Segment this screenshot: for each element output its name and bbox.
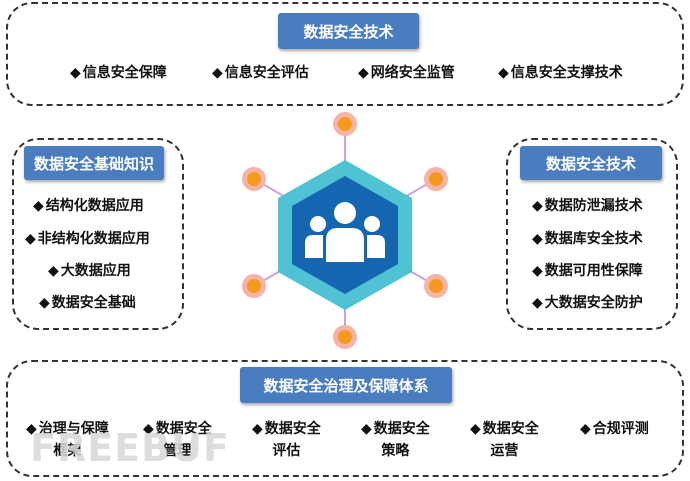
- top-panel: [6, 2, 684, 106]
- bottom-item: ◆数据安全 运营: [470, 421, 539, 459]
- node-dot-top: [333, 112, 357, 136]
- node-dots: [242, 112, 448, 349]
- node-dot-upper-right: [424, 167, 448, 191]
- right-panel: [506, 138, 678, 330]
- top-item: ◆信息安全评估: [212, 65, 309, 81]
- left-item: ◆结构化数据应用: [33, 198, 144, 214]
- left-item: ◆大数据应用: [48, 263, 131, 279]
- hexagon-inner: [292, 176, 398, 294]
- top-item: ◆网络安全监管: [358, 65, 455, 81]
- node-dot-lower-left: [242, 274, 266, 298]
- top-panel-title: 数据安全技术: [278, 13, 419, 49]
- top-item: ◆信息安全支撑技术: [498, 65, 623, 81]
- left-item: ◆数据安全基础: [39, 295, 136, 311]
- node-dot-bottom: [333, 325, 357, 349]
- left-panel-title: 数据安全基础知识: [24, 146, 164, 180]
- bottom-item: ◆合规评测: [580, 421, 649, 437]
- right-item: ◆数据可用性保障: [532, 263, 643, 279]
- connector-lines: [253, 124, 437, 337]
- right-panel-title: 数据安全技术: [520, 146, 662, 180]
- bottom-item: ◆数据安全 管理: [143, 421, 212, 459]
- left-panel: [12, 138, 184, 330]
- right-item: ◆大数据安全防护: [532, 295, 643, 311]
- top-item: ◆信息安全保障: [70, 65, 167, 81]
- bottom-item: ◆数据安全 评估: [252, 421, 321, 459]
- right-item: ◆数据库安全技术: [532, 231, 643, 247]
- bottom-item: ◆治理与保障 框架: [26, 421, 109, 459]
- right-item: ◆数据防泄漏技术: [532, 198, 643, 214]
- node-dot-lower-right: [424, 274, 448, 298]
- bottom-panel: [6, 360, 684, 477]
- bottom-panel-title: 数据安全治理及保障体系: [240, 367, 452, 403]
- left-item: ◆非结构化数据应用: [25, 231, 150, 247]
- watermark: FREEBUF: [30, 426, 230, 470]
- hexagon-outer: [278, 160, 412, 310]
- users-group-icon: [305, 202, 385, 262]
- node-dot-upper-left: [242, 167, 266, 191]
- bottom-item: ◆数据安全 策略: [361, 421, 430, 459]
